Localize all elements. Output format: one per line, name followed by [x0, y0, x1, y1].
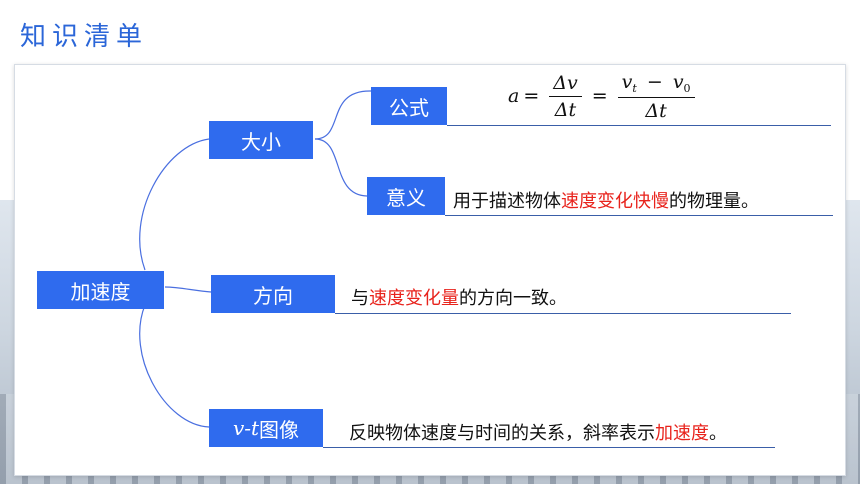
root-node-acceleration: 加速度 [37, 271, 164, 309]
vt-text-pre: 反映物体速度与时间的关系，斜率表示 [349, 423, 655, 444]
meaning-text-emphasis: 速度变化快慢 [561, 191, 669, 212]
vt-label-rest: 图像 [259, 417, 300, 442]
numerator-v0: v [672, 70, 684, 93]
fraction-1-denominator: Δt [554, 98, 577, 121]
numerator-vt: v [621, 70, 633, 93]
formula-fraction-1: Δv Δt [549, 72, 582, 121]
connector-root-direction [164, 286, 212, 293]
vt-label-italic: v-t [232, 416, 260, 440]
numerator-vt-sub: t [632, 81, 637, 95]
formula-fraction-2: vt − v0 Δt [617, 70, 695, 122]
direction-text-pre: 与 [351, 288, 369, 309]
sub-node-meaning: 意义 [367, 177, 445, 215]
sub-node-formula: 公式 [371, 87, 447, 125]
vt-text-post: 。 [709, 423, 727, 444]
formula-lhs: a [508, 85, 520, 107]
fraction-2-denominator: Δt [645, 99, 667, 122]
acceleration-formula: a = Δv Δt = vt − v0 Δt [508, 68, 701, 124]
fraction-2-numerator: vt − v0 [617, 70, 695, 98]
branch-node-magnitude: 大小 [209, 121, 313, 159]
numerator-v0-sub: 0 [683, 81, 691, 95]
direction-text-emphasis: 速度变化量 [369, 288, 459, 309]
direction-text-post: 的方向一致。 [459, 288, 567, 309]
vt-graph-underline [323, 447, 775, 448]
direction-description: 与速度变化量的方向一致。 [351, 284, 567, 310]
formula-equals-1: = [523, 85, 540, 107]
numerator-minus: − [646, 70, 663, 93]
formula-underline [447, 125, 831, 126]
direction-underline [335, 313, 791, 314]
formula-equals-2: = [591, 85, 608, 107]
mindmap-connectors [139, 90, 372, 428]
page-title: 知识清单 [20, 22, 149, 52]
connector-root-vtgraph [139, 304, 210, 428]
vt-text-emphasis: 加速度 [655, 423, 709, 444]
vt-graph-description: 反映物体速度与时间的关系，斜率表示加速度。 [349, 419, 727, 445]
connector-root-magnitude [139, 138, 210, 271]
meaning-text-pre: 用于描述物体 [453, 191, 561, 212]
meaning-underline [445, 215, 833, 216]
connector-magnitude-meaning [314, 138, 368, 197]
branch-node-direction: 方向 [211, 275, 335, 313]
fraction-1-numerator: Δv [549, 72, 582, 97]
connector-magnitude-formula [314, 90, 372, 140]
meaning-description: 用于描述物体速度变化快慢的物理量。 [453, 187, 759, 213]
meaning-text-post: 的物理量。 [669, 191, 759, 212]
